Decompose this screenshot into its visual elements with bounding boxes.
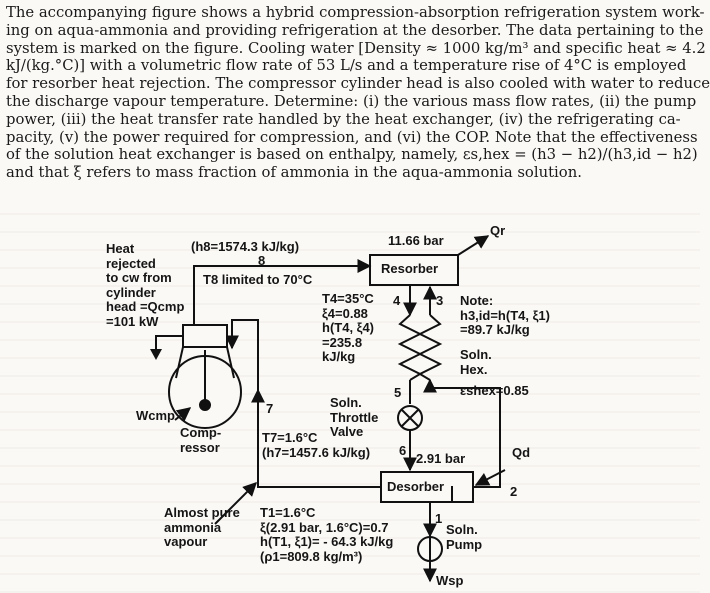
state-7-label: 7 [266, 401, 274, 416]
problem-line: and that ξ refers to mass fraction of am… [6, 164, 582, 182]
hex-effectiveness-label: εshex=0.85 [460, 383, 529, 398]
line-state-7 [225, 319, 381, 488]
high-pressure-label: 11.66 bar [388, 233, 444, 248]
qd-arrow [474, 469, 506, 486]
resorber-box [369, 254, 459, 286]
soln-hex-label: Soln. Hex. [460, 347, 492, 377]
qcmp-head [150, 349, 162, 360]
compressor-head [182, 324, 228, 348]
wsp-label: Wsp [436, 573, 464, 588]
state-3-label: 3 [436, 293, 444, 308]
t8-limit-label: T8 limited to 70°C [203, 272, 313, 287]
problem-line: pacity, (v) the power required for compr… [6, 128, 698, 146]
vapour-arrow [214, 482, 257, 525]
hex-coil-left [397, 314, 423, 381]
diagram-lines [150, 235, 506, 583]
system-diagram: Heat rejected to cw from cylinder head =… [0, 200, 700, 593]
desorber-label: Desorber [387, 479, 445, 494]
line-2-right [423, 378, 501, 488]
state-2-label: 2 [510, 484, 518, 499]
h8-label: (h8=1574.3 kJ/kg) [191, 239, 300, 254]
low-pressure-label: 2.91 bar [416, 451, 466, 466]
hex-coil-right [417, 314, 443, 381]
pump-label: Soln. Pump [446, 522, 483, 552]
state-6-label: 6 [399, 443, 407, 458]
wcmp-arrow [174, 407, 192, 422]
problem-line: for resorber heat rejection. The compres… [6, 75, 710, 93]
state-1-label: 1 [435, 511, 443, 526]
throttle-label: Soln. Throttle Valve [330, 395, 379, 439]
state-4-label: 4 [393, 293, 401, 308]
compressor-pin [199, 399, 211, 411]
state-8-label: 8 [258, 253, 266, 268]
heat-rejected-label: Heat rejected to cw from cylinder head =… [106, 241, 185, 329]
line-state-8 [193, 259, 372, 325]
problem-line: power, (iii) the heat transfer rate hand… [6, 110, 681, 128]
problem-line: system is marked on the figure. Cooling … [6, 39, 706, 57]
problem-line: The accompanying figure shows a hybrid c… [6, 4, 705, 21]
problem-line: ing on aqua-ammonia and providing refrig… [6, 21, 704, 39]
resorber-label: Resorber [381, 261, 439, 276]
problem-line: of the solution heat exchanger is based … [6, 146, 698, 164]
almost-pure-label: Almost pure ammonia vapour [164, 505, 240, 549]
problem-line: the discharge vapour temperature. Determ… [6, 92, 697, 110]
qcmp-arrow [155, 335, 183, 350]
qr-label: Qr [490, 223, 506, 238]
problem-statement: The accompanying figure shows a hybrid c… [6, 4, 710, 182]
problem-line: kJ/(kg.°C)] with a volumetric flow rate … [6, 57, 687, 75]
note-label: Note: h3,id=h(T4, ξ1) =89.7 kJ/kg [460, 293, 550, 337]
qd-label: Qd [512, 445, 531, 460]
compressor-label: Comp- ressor [180, 425, 222, 455]
state-4-data: T4=35°C ξ4=0.88 h(T4, ξ4) =235.8 kJ/kg [322, 291, 375, 364]
state-1-data: T1=1.6°C ξ(2.91 bar, 1.6°C)=0.7 h(T1, ξ1… [260, 505, 394, 564]
desorber-box [380, 471, 474, 503]
state-5-label: 5 [394, 385, 402, 400]
qr-arrow [457, 235, 490, 256]
state-7-data: T7=1.6°C (h7=1457.6 kJ/kg) [262, 430, 371, 460]
wcmp-label: Wcmp [136, 408, 175, 423]
